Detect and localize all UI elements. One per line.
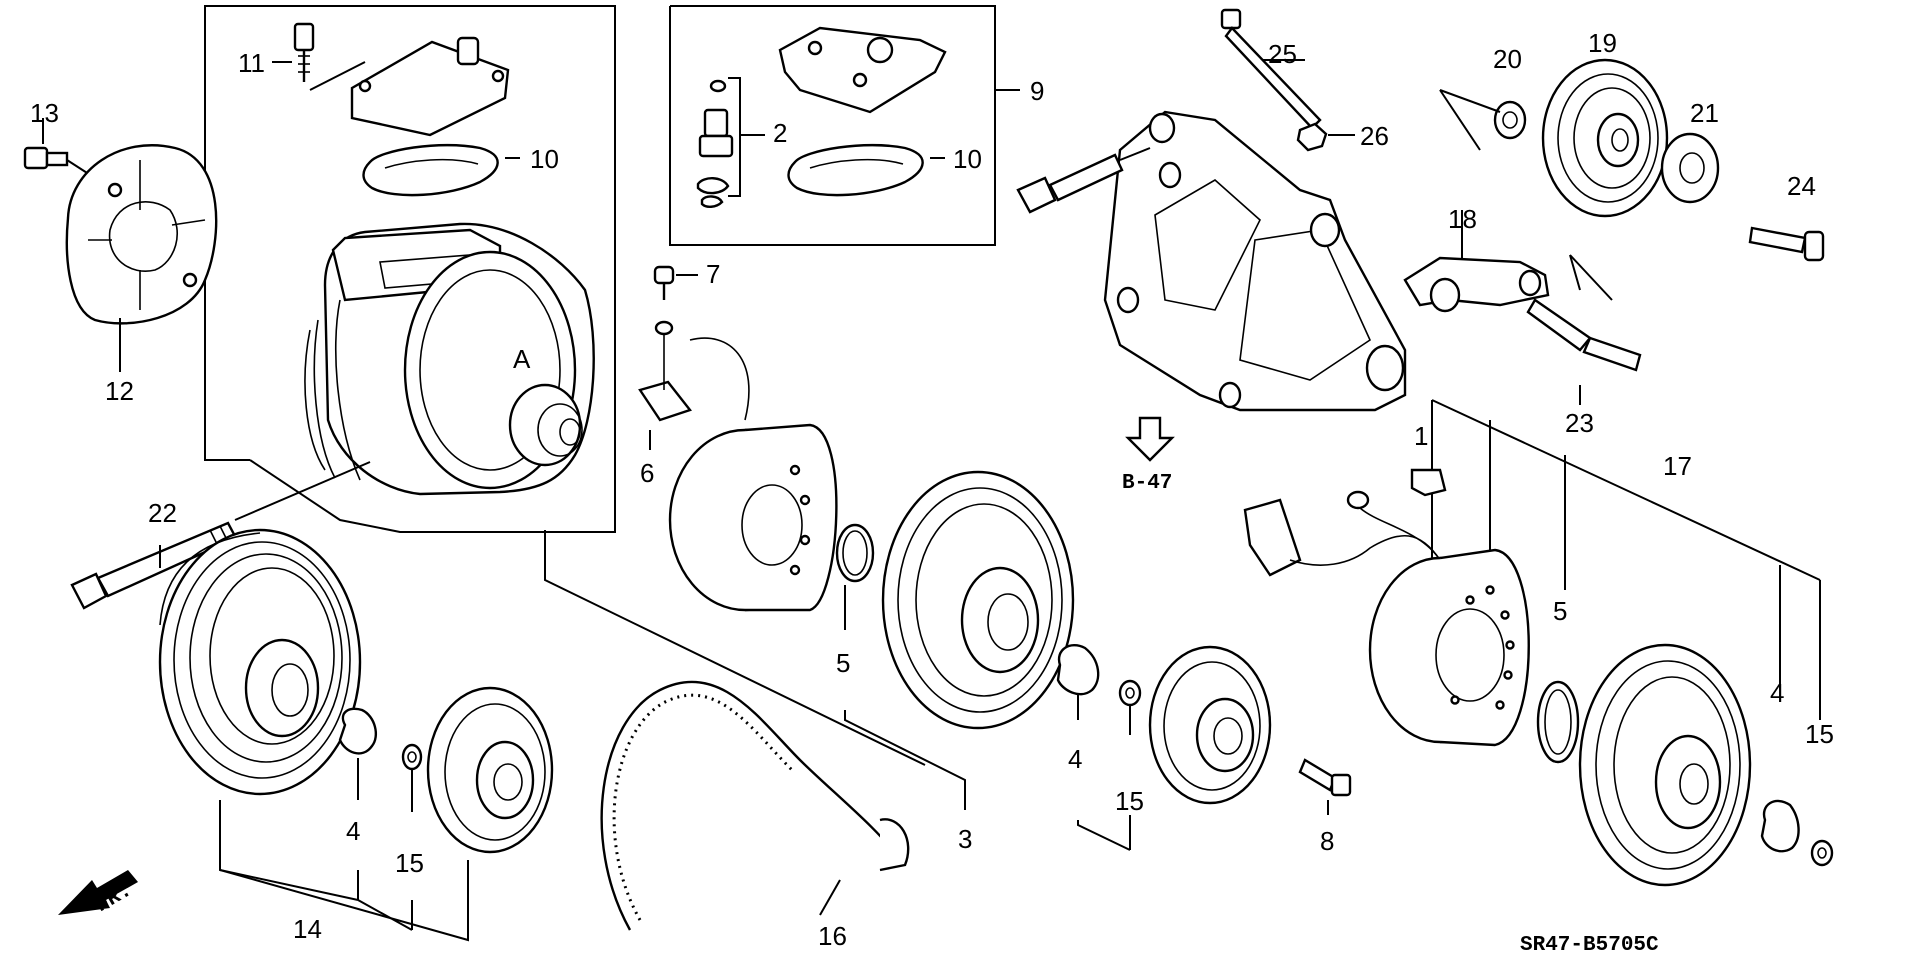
part-7-screw[interactable] — [653, 265, 698, 300]
callout-10a: 10 — [530, 144, 559, 174]
part-11-bolt[interactable] — [272, 22, 366, 91]
callout-7: 7 — [706, 259, 720, 289]
part-field-coil-left[interactable] — [668, 423, 838, 612]
callout-23: 23 — [1565, 408, 1594, 438]
part-14-pulley-left[interactable] — [158, 528, 362, 796]
part-10-gasket-right[interactable] — [787, 143, 946, 197]
part-15-shim-center[interactable] — [1118, 679, 1142, 735]
callout-5a: 5 — [836, 648, 850, 678]
callout-11: 11 — [238, 48, 265, 78]
part-20-nut[interactable] — [1439, 89, 1527, 151]
compressor-mounting-bracket[interactable] — [1103, 110, 1407, 412]
leader-14-b — [219, 869, 359, 901]
callout-19: 19 — [1588, 28, 1617, 58]
part-10-gasket-left[interactable] — [362, 143, 521, 197]
leader-3 — [844, 710, 966, 810]
part-8-bolt[interactable] — [1298, 758, 1352, 815]
callout-15a: 15 — [395, 848, 424, 878]
front-direction-arrow — [58, 870, 138, 915]
part-24-bolt[interactable] — [1748, 226, 1825, 262]
part-3-pulley-center[interactable] — [881, 470, 1075, 730]
part-4-snap-ring-right[interactable] — [1760, 799, 1800, 853]
part-2-relief-valve[interactable] — [696, 77, 765, 208]
callout-4a: 4 — [346, 816, 360, 846]
part-26-nut[interactable] — [1296, 122, 1355, 152]
callout-6: 6 — [640, 458, 654, 488]
callout-12: 12 — [105, 376, 134, 406]
callout-15c: 15 — [1805, 719, 1834, 749]
part-5-snap-ring-right[interactable] — [1536, 680, 1580, 764]
callout-24: 24 — [1787, 171, 1816, 201]
part-bracket-bolt[interactable] — [1016, 147, 1151, 214]
part-15-shim-left[interactable] — [401, 743, 423, 812]
part-4-snap-ring-center[interactable] — [1056, 643, 1100, 720]
part-armature-plate-left[interactable] — [426, 686, 554, 854]
callout-8: 8 — [1320, 826, 1334, 856]
callout-5b: 5 — [1553, 596, 1567, 626]
callout-22: 22 — [148, 498, 177, 528]
part-5-snap-ring-center[interactable] — [835, 523, 875, 630]
callout-21: 21 — [1690, 98, 1719, 128]
callout-2: 2 — [773, 118, 787, 148]
part-field-coil-right[interactable] — [1368, 548, 1530, 747]
part-15-shim-right[interactable] — [1810, 839, 1834, 867]
callout-25: 25 — [1268, 39, 1297, 69]
svg-text:A: A — [513, 344, 531, 374]
diagram-reference-code: SR47-B5705C — [1520, 934, 1659, 957]
callout-9: 9 — [1030, 76, 1044, 106]
callout-1: 1 — [1414, 421, 1428, 451]
compressor-group-boundary-lower — [544, 530, 926, 766]
part-21-washer[interactable] — [1660, 132, 1720, 204]
callout-4b: 4 — [1068, 744, 1082, 774]
callout-17: 17 — [1663, 451, 1692, 481]
ac-compressor[interactable]: A — [234, 222, 595, 521]
leader-17-top — [1431, 399, 1821, 581]
part-23-stud[interactable] — [1526, 298, 1642, 405]
part-12-clutch-shield[interactable] — [65, 144, 218, 372]
page-reference-arrow — [1125, 416, 1175, 462]
part-coil-connector[interactable] — [1243, 490, 1441, 577]
callout-18: 18 — [1448, 204, 1477, 234]
part-25-bolt[interactable] — [1220, 8, 1322, 130]
part-19-idler-pulley[interactable] — [1541, 58, 1669, 218]
relief-valve-group-box — [669, 5, 996, 246]
page-reference-label: B-47 — [1122, 472, 1172, 495]
callout-13: 13 — [30, 98, 59, 128]
part-1-connector-bracket[interactable] — [1410, 468, 1447, 497]
compressor-rear-cover[interactable] — [350, 36, 510, 137]
part-9-cover[interactable] — [778, 26, 947, 114]
callout-26: 26 — [1360, 121, 1389, 151]
callout-16: 16 — [818, 921, 847, 951]
leader-14-c — [357, 899, 413, 931]
part-6-wire-clamp[interactable] — [638, 320, 750, 450]
compressor-group-boundary — [204, 5, 616, 533]
leader-4-15-center — [1077, 820, 1131, 851]
part-18-tensioner-arm[interactable] — [1403, 210, 1613, 313]
callout-3: 3 — [958, 824, 972, 854]
callout-20: 20 — [1493, 44, 1522, 74]
part-armature-plate-center[interactable] — [1148, 645, 1272, 805]
callout-14: 14 — [293, 914, 322, 944]
part-4-snap-ring-left[interactable] — [338, 707, 377, 800]
part-pulley-right[interactable] — [1578, 643, 1752, 887]
callout-4c: 4 — [1770, 678, 1784, 708]
callout-10b: 10 — [953, 144, 982, 174]
leader-14 — [219, 800, 469, 942]
callout-15b: 15 — [1115, 786, 1144, 816]
part-16-drive-belt[interactable] — [600, 680, 910, 931]
